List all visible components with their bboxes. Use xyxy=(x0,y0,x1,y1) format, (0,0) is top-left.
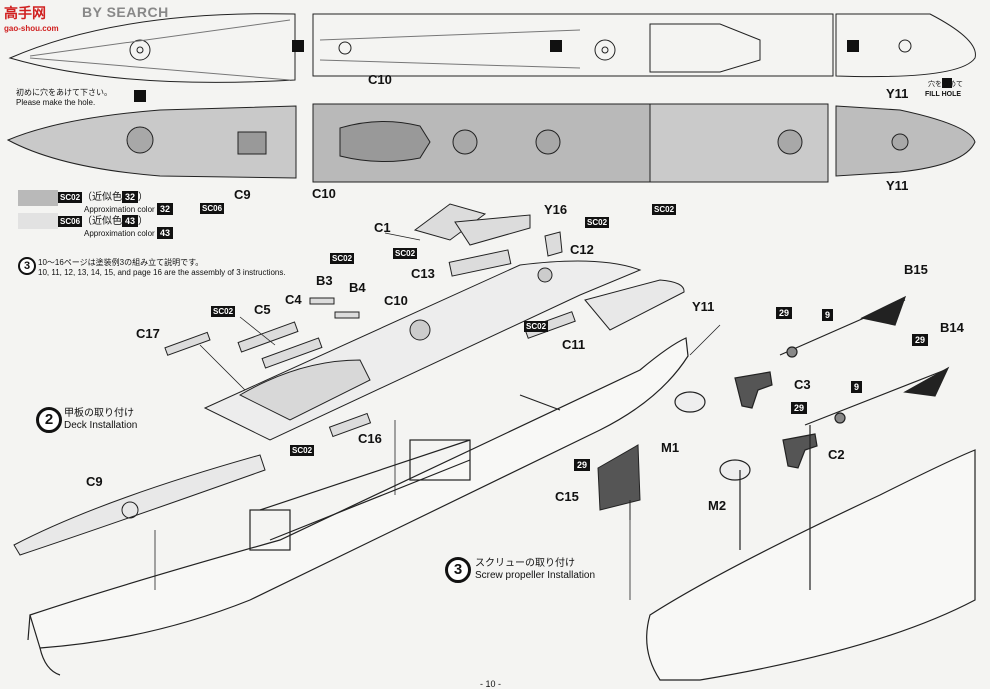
part-label-b4: B4 xyxy=(349,280,366,295)
part-label-c9-mid: C9 xyxy=(234,187,251,202)
watermark-logo: 高手网 xyxy=(4,5,46,21)
hull-bottom xyxy=(646,425,976,681)
aft-deck-c10 xyxy=(203,260,642,441)
paint-num-29-c: 29 xyxy=(791,402,808,414)
part-label-c12: C12 xyxy=(570,242,594,257)
part-label-c16: C16 xyxy=(358,431,382,446)
paint-chip-sc02-c5: SC02 xyxy=(211,306,236,317)
step2-jp: 甲板の取り付け xyxy=(64,408,134,419)
rudder-c15 xyxy=(597,444,641,520)
paint-chip-sc02-c1: SC02 xyxy=(393,248,418,259)
legend-chip-sc02: SC02 xyxy=(58,192,83,203)
part-label-b3: B3 xyxy=(316,273,333,288)
part-label-y11-mid: Y11 xyxy=(886,178,909,193)
paint-chip-sc06-deck: SC06 xyxy=(200,203,225,214)
legend-sc06-en: Approximation color 43 xyxy=(84,227,173,239)
bow-deck-c9 xyxy=(13,454,266,556)
paint-chip-sc02-deck: SC02 xyxy=(652,204,677,215)
part-label-c4: C4 xyxy=(285,292,302,307)
part-label-c10-mid: C10 xyxy=(312,186,336,201)
paint-chip-sc02-c11: SC02 xyxy=(524,321,549,332)
part-label-c10-main: C10 xyxy=(384,293,408,308)
paint-num-29-c15: 29 xyxy=(574,459,591,471)
shafts xyxy=(674,295,950,481)
paint-chip-sc02-c12: SC02 xyxy=(585,217,610,228)
part-label-c10-top: C10 xyxy=(368,72,392,87)
step3-jp: スクリューの取り付け xyxy=(475,558,575,569)
part-label-c5: C5 xyxy=(254,302,271,317)
hole-note-en: Please make the hole. xyxy=(16,98,96,107)
paint-num-29-b: 29 xyxy=(912,334,929,346)
part-label-c11: C11 xyxy=(562,337,586,352)
step-circle-3: 3 xyxy=(445,557,471,583)
mid-deck-row xyxy=(6,103,976,183)
leader-lines xyxy=(154,232,721,600)
fill-hole-jp: 穴をうめて xyxy=(928,81,963,88)
part-label-y11-top: Y11 xyxy=(886,86,909,101)
part-label-b14: B14 xyxy=(940,320,964,335)
part-label-b15: B15 xyxy=(904,262,928,277)
paint-chip-sc02-b3: SC02 xyxy=(330,253,355,264)
stern-deck-y11 xyxy=(584,279,685,331)
part-label-c9-bottom: C9 xyxy=(86,474,103,489)
part-label-m1: M1 xyxy=(661,440,680,455)
note3-jp: 10～16ページは塗装例3の組み立て説明です。 xyxy=(38,258,204,267)
watermark-url: gao-shou.com xyxy=(4,24,59,33)
small-parts xyxy=(164,203,576,438)
note3-en: 10, 11, 12, 13, 14, 15, and page 16 are … xyxy=(38,268,286,277)
legend-chip-sc06: SC06 xyxy=(58,216,83,227)
step2-en: Deck Installation xyxy=(64,420,138,431)
note-circle-3: 3 xyxy=(18,257,36,275)
fill-hole-en: FILL HOLE xyxy=(925,91,962,98)
step-circle-2: 2 xyxy=(36,407,62,433)
part-label-c15: C15 xyxy=(555,489,579,504)
part-label-c13: C13 xyxy=(411,266,435,281)
main-hull xyxy=(27,337,689,676)
paint-num-29-a: 29 xyxy=(776,307,793,319)
part-label-c2: C2 xyxy=(828,447,845,462)
legend-sc02-en: Approximation color 32 xyxy=(84,203,173,215)
hole-note-jp: 初めに穴をあけて下さい。 xyxy=(16,88,112,97)
part-label-c3: C3 xyxy=(794,377,811,392)
part-label-y16: Y16 xyxy=(544,202,568,217)
paint-chip-sc02-c16: SC02 xyxy=(290,445,315,456)
part-label-c17: C17 xyxy=(136,326,160,341)
paint-num-9-a: 9 xyxy=(822,309,834,321)
swatch-sc02 xyxy=(18,190,58,206)
swatch-sc06 xyxy=(18,213,58,229)
part-label-c1: C1 xyxy=(374,220,391,235)
watermark-search-text: BY SEARCH xyxy=(82,4,169,20)
step3-en: Screw propeller Installation xyxy=(475,570,596,581)
hole-markers xyxy=(134,40,952,102)
part-label-m2: M2 xyxy=(708,498,727,513)
top-deck-outline xyxy=(8,13,976,83)
page-number: - 10 - xyxy=(480,679,502,689)
paint-num-9-b: 9 xyxy=(851,381,863,393)
part-label-y11-main: Y11 xyxy=(692,299,715,314)
